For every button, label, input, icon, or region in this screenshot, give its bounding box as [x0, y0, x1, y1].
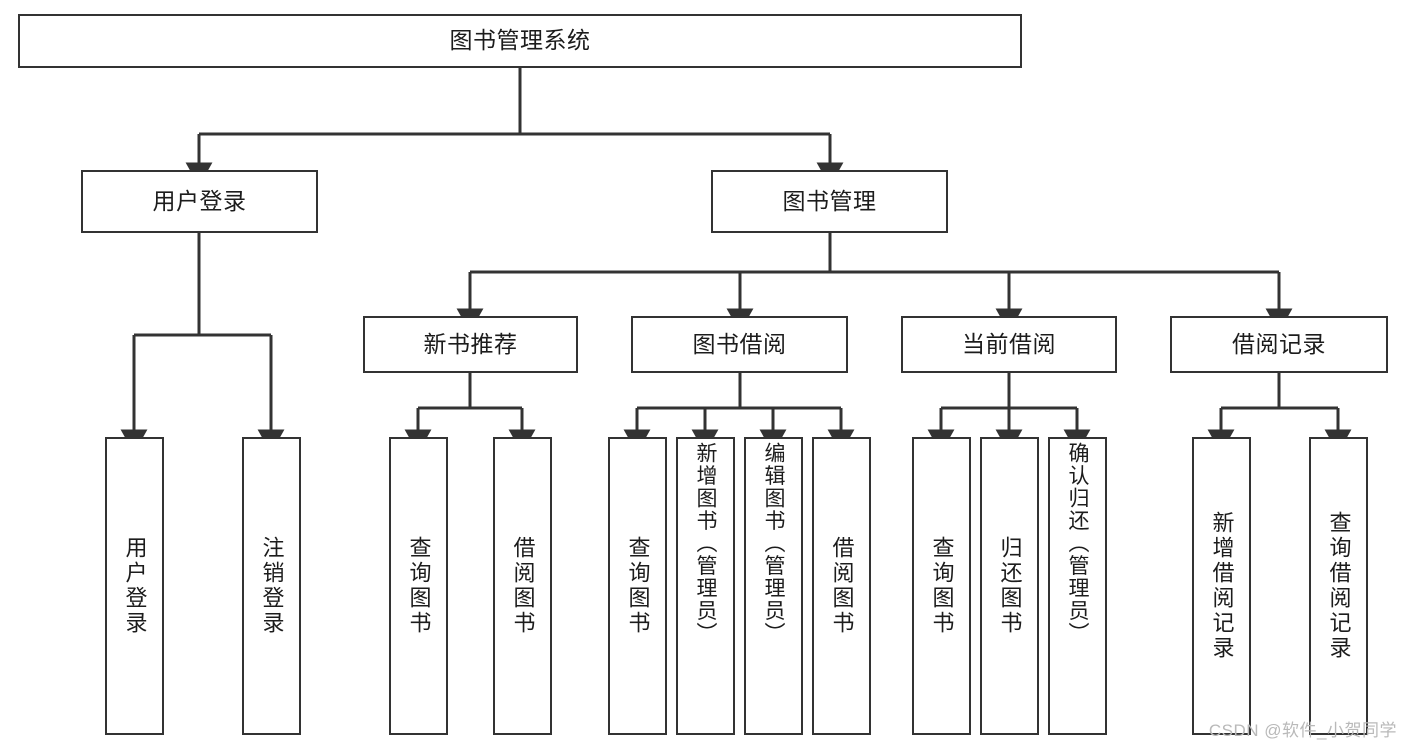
leaf-book-borrow-borrow-book-label: 借阅图书 — [829, 536, 855, 636]
leaf-borrow-record-query-record[interactable]: 查询借阅记录 — [1309, 437, 1368, 735]
node-root-label: 图书管理系统 — [449, 27, 591, 54]
leaf-book-borrow-add-book-admin-label: 新增图书（管理员） — [694, 442, 717, 645]
node-borrow-record[interactable]: 借阅记录 — [1170, 316, 1388, 373]
node-book-management[interactable]: 图书管理 — [711, 170, 948, 233]
leaf-user-login-login[interactable]: 用户登录 — [105, 437, 164, 735]
leaf-new-book-query-book-label: 查询图书 — [406, 536, 432, 636]
leaf-new-book-borrow-book-label: 借阅图书 — [510, 536, 536, 636]
node-root-book-management-system[interactable]: 图书管理系统 — [18, 14, 1022, 68]
leaf-current-borrow-confirm-return-admin[interactable]: 确认归还（管理员） — [1048, 437, 1107, 735]
leaf-book-borrow-query-book-label: 查询图书 — [625, 536, 651, 636]
leaf-current-borrow-return-book[interactable]: 归还图书 — [980, 437, 1039, 735]
csdn-watermark: CSDN @软件_小贺同学 — [1208, 721, 1397, 740]
leaf-user-login-logout-label: 注销登录 — [259, 536, 285, 636]
node-book-borrow-label: 图书借阅 — [692, 330, 787, 357]
leaf-current-borrow-query-book-label: 查询图书 — [929, 536, 955, 636]
node-new-book-recommend-label: 新书推荐 — [423, 330, 518, 357]
leaf-current-borrow-query-book[interactable]: 查询图书 — [912, 437, 971, 735]
node-current-borrow-label: 当前借阅 — [962, 330, 1056, 357]
leaf-borrow-record-query-record-label: 查询借阅记录 — [1326, 511, 1352, 661]
node-book-borrow[interactable]: 图书借阅 — [631, 316, 848, 373]
leaf-book-borrow-add-book-admin[interactable]: 新增图书（管理员） — [676, 437, 735, 735]
leaf-new-book-borrow-book[interactable]: 借阅图书 — [493, 437, 552, 735]
node-user-login[interactable]: 用户登录 — [81, 170, 318, 233]
node-new-book-recommend[interactable]: 新书推荐 — [363, 316, 578, 373]
node-book-management-label: 图书管理 — [782, 187, 877, 214]
leaf-current-borrow-confirm-return-admin-label: 确认归还（管理员） — [1066, 442, 1089, 645]
node-user-login-label: 用户登录 — [152, 187, 247, 214]
leaf-book-borrow-edit-book-admin[interactable]: 编辑图书（管理员） — [744, 437, 803, 735]
leaf-book-borrow-query-book[interactable]: 查询图书 — [608, 437, 667, 735]
node-current-borrow[interactable]: 当前借阅 — [901, 316, 1117, 373]
leaf-borrow-record-add-record[interactable]: 新增借阅记录 — [1192, 437, 1251, 735]
leaf-book-borrow-edit-book-admin-label: 编辑图书（管理员） — [762, 442, 785, 645]
leaf-book-borrow-borrow-book[interactable]: 借阅图书 — [812, 437, 871, 735]
node-borrow-record-label: 借阅记录 — [1232, 330, 1326, 357]
leaf-new-book-query-book[interactable]: 查询图书 — [389, 437, 448, 735]
leaf-user-login-login-label: 用户登录 — [122, 536, 148, 636]
leaf-borrow-record-add-record-label: 新增借阅记录 — [1209, 511, 1235, 661]
leaf-user-login-logout[interactable]: 注销登录 — [242, 437, 301, 735]
leaf-current-borrow-return-book-label: 归还图书 — [997, 536, 1023, 636]
